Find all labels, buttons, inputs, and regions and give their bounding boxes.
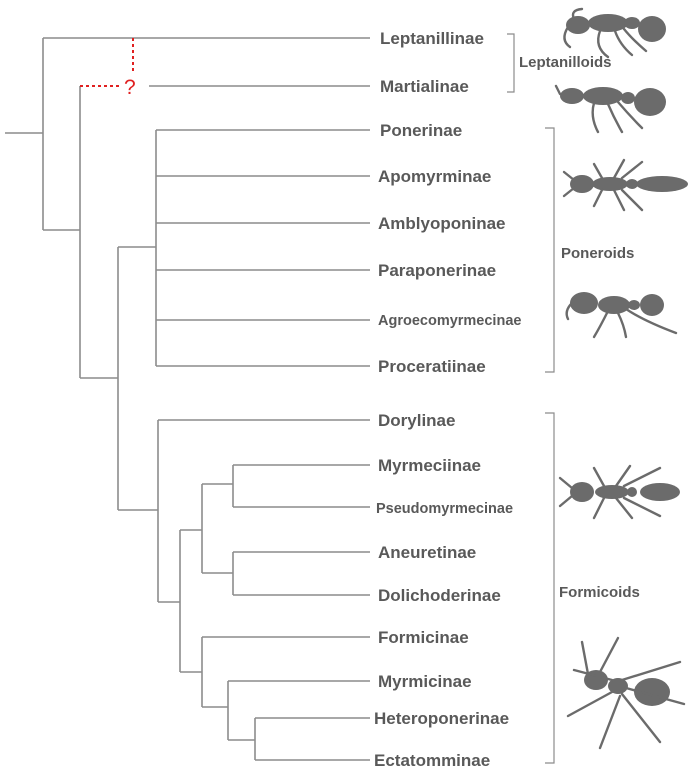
agroecomyrmex-ant-icon	[565, 292, 678, 339]
taxon-martialinae: Martialinae	[380, 77, 469, 96]
taxon-myrmeciinae: Myrmeciinae	[378, 456, 481, 475]
taxon-apomyrminae: Apomyrminae	[378, 167, 491, 186]
taxon-paraponerinae: Paraponerinae	[378, 261, 496, 280]
bracket-formicoids	[545, 412, 555, 764]
group-brackets: Leptanilloids Poneroids Formicoids	[507, 33, 640, 764]
taxon-leptanillinae: Leptanillinae	[380, 29, 484, 48]
taxon-agroecomyrmecinae: Agroecomyrmecinae	[378, 313, 521, 329]
apomyrma-ant-icon	[562, 158, 688, 212]
taxon-amblyoponinae: Amblyoponinae	[378, 214, 506, 233]
taxon-formicinae: Formicinae	[378, 628, 469, 647]
leptanilla-ant-icon	[563, 7, 666, 59]
taxon-aneuretinae: Aneuretinae	[378, 543, 476, 562]
taxon-myrmicinae: Myrmicinae	[378, 672, 472, 691]
tree-branches	[5, 37, 370, 761]
formicoid-ant-icon	[566, 636, 686, 750]
bracket-poneroids	[545, 127, 555, 373]
taxon-pseudomyrmecinae: Pseudomyrmecinae	[376, 501, 513, 517]
taxon-dorylinae: Dorylinae	[378, 411, 455, 430]
taxon-ectatomminae: Ectatomminae	[374, 751, 490, 770]
myrmecia-ant-icon	[558, 464, 680, 520]
bracket-leptanilloids	[507, 33, 515, 93]
group-label-poneroids: Poneroids	[561, 245, 634, 262]
uncertain-placement: ?	[80, 38, 136, 99]
taxon-proceratiinae: Proceratiinae	[378, 357, 486, 376]
taxon-ponerinae: Ponerinae	[380, 121, 462, 140]
taxon-heteroponerinae: Heteroponerinae	[374, 709, 509, 728]
uncertainty-question-mark: ?	[124, 76, 136, 99]
taxon-dolichoderinae: Dolichoderinae	[378, 586, 501, 605]
group-label-formicoids: Formicoids	[559, 584, 640, 601]
taxon-labels: Leptanillinae Martialinae Ponerinae Apom…	[374, 29, 521, 770]
group-label-leptanilloids: Leptanilloids	[519, 54, 612, 71]
martialis-ant-icon	[554, 84, 666, 134]
